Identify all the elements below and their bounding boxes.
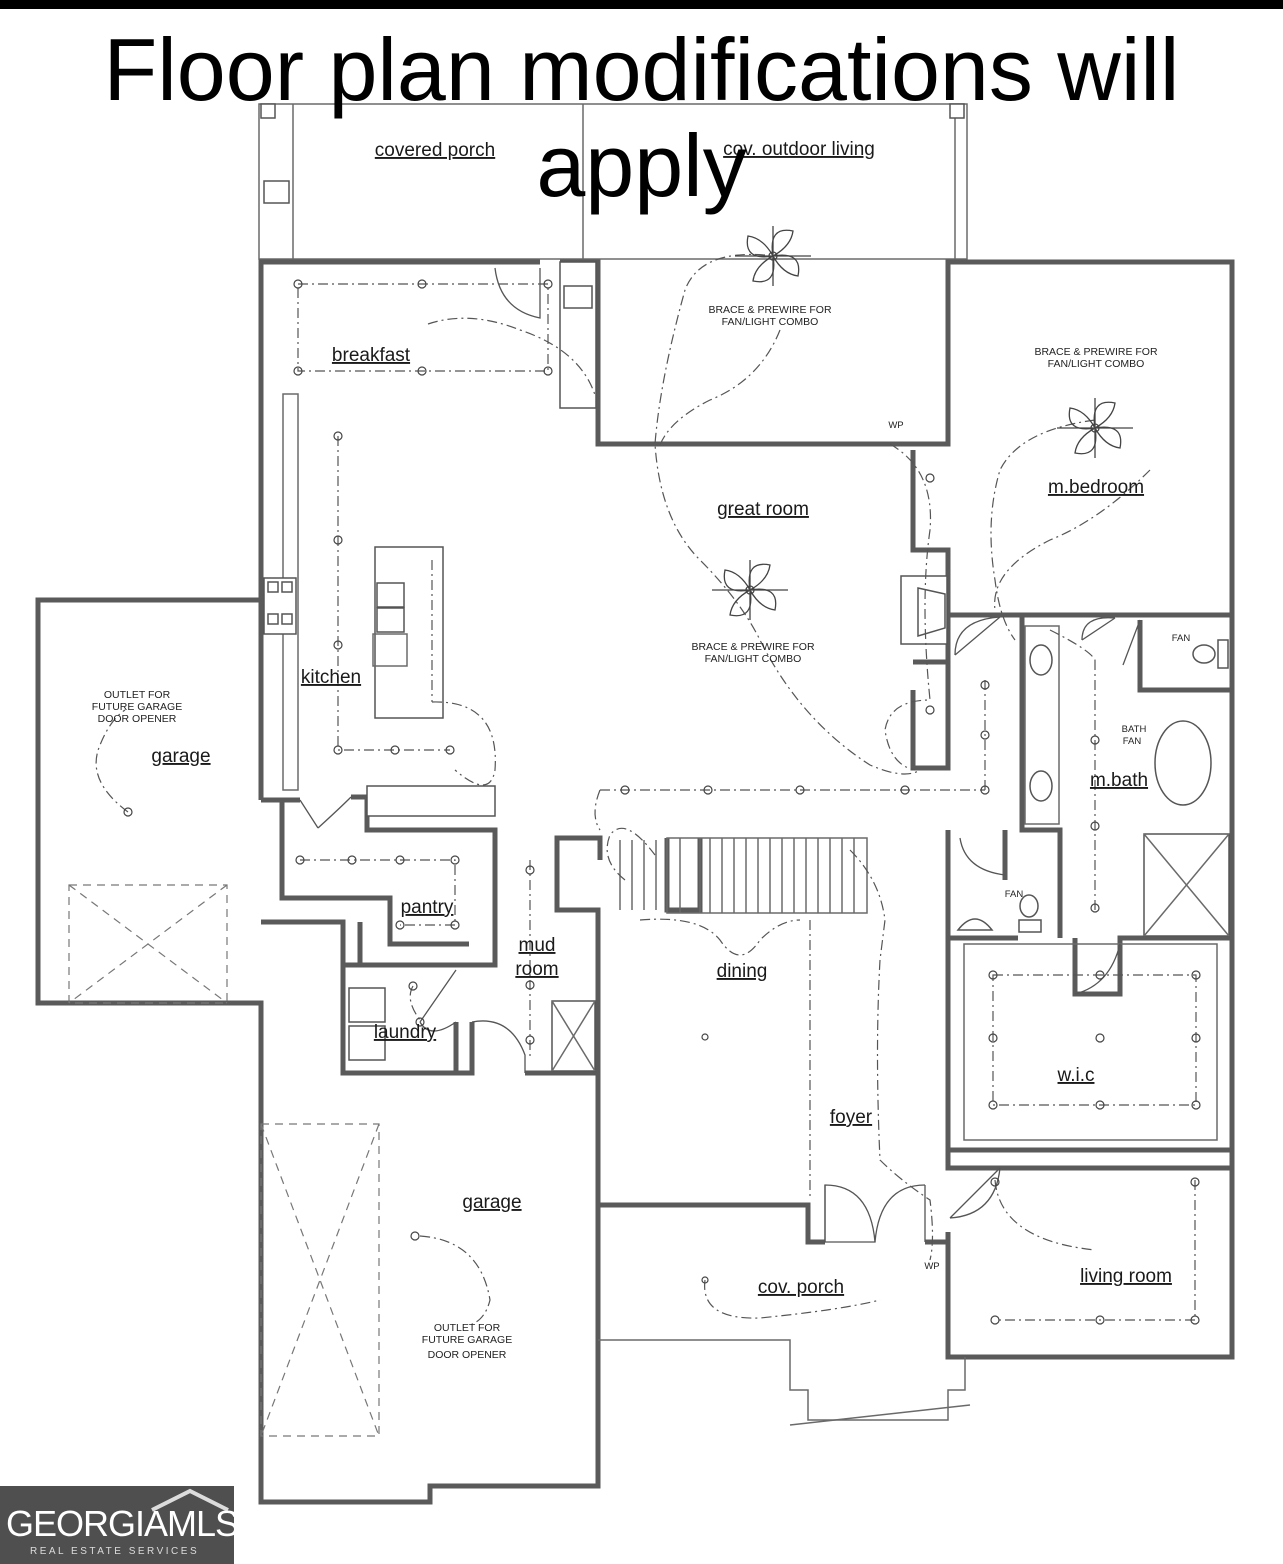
room-label-great-room: great room — [717, 499, 809, 520]
room-label-cov-outdoor-living: cov. outdoor living — [723, 139, 875, 160]
room-label-dining: dining — [717, 961, 768, 982]
note-fan-outdoor-line1: BRACE & PREWIRE FOR — [708, 304, 832, 316]
note-outlet-main-line2: FUTURE GARAGE — [422, 1334, 512, 1346]
logo-tagline: REAL ESTATE SERVICES — [30, 1546, 200, 1557]
note-outlet-main-line3: DOOR OPENER — [428, 1349, 507, 1361]
room-label-cov-porch: cov. porch — [758, 1277, 844, 1298]
room-label-living-room: living room — [1080, 1266, 1172, 1287]
roof-icon — [151, 1488, 229, 1512]
ceiling-fan-icon — [712, 560, 788, 620]
electrical-runs — [95, 253, 1197, 1326]
note-fan-great-line1: BRACE & PREWIRE FOR — [691, 641, 815, 653]
room-label-kitchen: kitchen — [301, 667, 361, 688]
room-label-m-bedroom: m.bedroom — [1048, 477, 1144, 498]
rear-porch-structure — [258, 103, 968, 260]
room-label-room: room — [515, 959, 558, 980]
note-outlet-left-line1: OUTLET FOR — [104, 689, 171, 701]
ceiling-fan-icon — [735, 226, 811, 286]
stair-treads — [619, 838, 855, 913]
light-fixtures — [123, 279, 1201, 1325]
note-outlet-main-line1: OUTLET FOR — [434, 1322, 501, 1334]
note-fan-bedroom-line1: BRACE & PREWIRE FOR — [1034, 346, 1158, 358]
logo-wordmark: GEORGIAMLS — [6, 1503, 234, 1544]
room-label-pantry: pantry — [401, 897, 454, 918]
note-wp-porch: WP — [924, 1261, 939, 1272]
room-label-covered-porch: covered porch — [375, 140, 495, 161]
note-outlet-left-line3: DOOR OPENER — [98, 713, 177, 725]
note-fan-great-line2: FAN/LIGHT COMBO — [705, 653, 802, 665]
room-label-wic: w.i.c — [1057, 1065, 1095, 1086]
note-fan-powder: FAN — [1005, 889, 1024, 900]
note-fan-outdoor-line2: FAN/LIGHT COMBO — [722, 316, 819, 328]
ceiling-fan-icon — [1057, 398, 1133, 458]
note-fan-mbath-toilet: FAN — [1172, 633, 1191, 644]
note-outlet-left-line2: FUTURE GARAGE — [92, 701, 182, 713]
room-label-garage-main: garage — [462, 1192, 521, 1213]
note-bath-fan-line1: BATH — [1122, 724, 1147, 735]
room-label-breakfast: breakfast — [332, 345, 411, 366]
room-label-m-bath: m.bath — [1090, 770, 1148, 791]
georgia-mls-logo: GEORGIAMLS REAL ESTATE SERVICES — [0, 1486, 234, 1564]
room-label-foyer: foyer — [830, 1107, 873, 1128]
doors — [299, 267, 1141, 1243]
room-label-laundry: laundry — [374, 1022, 437, 1043]
note-bath-fan-line2: FAN — [1123, 736, 1142, 747]
top-black-bar — [0, 0, 1283, 9]
exterior-walls — [35, 259, 1235, 1505]
garage-door-markers — [68, 884, 380, 1437]
note-wp-top: WP — [888, 420, 903, 431]
room-label-garage-left: garage — [151, 746, 210, 767]
note-fan-bedroom-line2: FAN/LIGHT COMBO — [1048, 358, 1145, 370]
room-label-mud: mud — [519, 935, 556, 956]
